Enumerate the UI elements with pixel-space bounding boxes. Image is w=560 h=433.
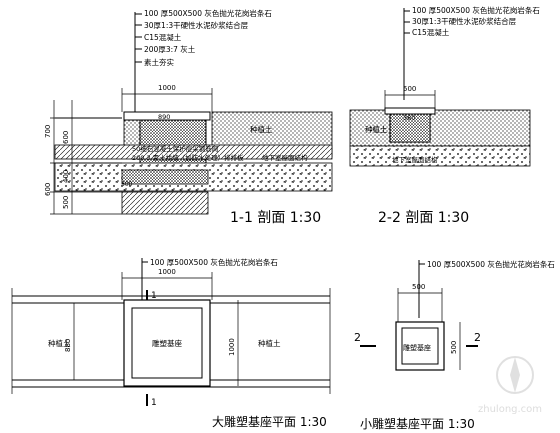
dim-inner: 890 <box>158 113 170 121</box>
plan-small-title: 小雕塑基座平面 1:30 <box>360 416 475 431</box>
underground-label-2: 地下室屋面结构 <box>392 155 438 164</box>
small-pedestal-inner <box>401 327 439 365</box>
layer-label-3: C15混凝土 <box>144 32 182 42</box>
watermark: zhulong.com <box>478 356 542 415</box>
planting-soil-area-2 <box>349 109 531 147</box>
watermark-text: zhulong.com <box>478 404 542 415</box>
layer-label-4: 200厚3:7 灰土 <box>144 44 196 54</box>
dim-left-1: 700 <box>44 125 52 138</box>
layer-label-1: 100 厚500X500 灰色抛光花岗岩条石 <box>144 8 272 18</box>
cut-mark-left: 2 <box>354 331 361 344</box>
cut-mark-right: 2 <box>474 331 481 344</box>
plan-small-dim-right: 500 <box>450 341 458 354</box>
note-line-2: 200 3 素土找坡（加防水处理）排排板 <box>132 153 244 162</box>
layer2-label-2: 30厚1:3干硬性水泥砂浆结合层 <box>412 16 517 26</box>
cut-mark-bottom: 1 <box>151 398 157 408</box>
dim-width: 1000 <box>158 84 176 92</box>
dim-left-5: 600 <box>44 183 52 196</box>
pedestal-inner <box>131 307 203 379</box>
planting-label: 种植土 <box>250 124 273 134</box>
plan-large-right: 种植土 <box>258 338 281 348</box>
plan-small-leader: 100 厚500X500 灰色抛光花岗岩条石 <box>427 259 555 269</box>
dim-width-2: 500 <box>403 85 416 93</box>
section-2-2-title: 2-2 剖面 1:30 <box>378 210 469 226</box>
plan-large-left: 种植土 <box>48 338 71 348</box>
plan-large-dim-right: 1000 <box>228 338 236 356</box>
plan-small-center: 雕塑基座 <box>403 343 431 352</box>
plan-large: 100 厚500X500 灰色抛光花岗岩条石 1000 1 1 雕塑基座 种植土… <box>11 257 331 429</box>
dim-left-4: 500 <box>62 196 70 209</box>
plan-large-dim-top: 1000 <box>158 268 176 276</box>
plan-large-title: 大雕塑基座平面 1:30 <box>212 414 327 429</box>
plan-small-dim-top: 500 <box>412 283 425 291</box>
plan-large-leader: 100 厚500X500 灰色抛光花岗岩条石 <box>150 257 278 267</box>
layer-label-5: 素土夯实 <box>144 57 174 67</box>
planting-label-2: 种植土 <box>365 124 388 134</box>
layer2-label-3: C15混凝土 <box>412 27 450 37</box>
pedestal-body-2 <box>389 113 431 143</box>
dim-left-3: 400 <box>62 170 70 183</box>
layer-label-2: 30厚1:3干硬性水泥砂浆结合层 <box>144 20 249 30</box>
dim-inner-2: 360 <box>403 114 415 122</box>
note-line-1: 50细石混凝土保护层采钢筋网 <box>132 144 218 153</box>
structure-slab-2 <box>349 145 531 167</box>
underground-label: 地下室屋面结构 <box>262 153 308 162</box>
plan-large-dim-left: 880 <box>64 339 72 352</box>
plan-large-center: 雕塑基座 <box>152 338 182 348</box>
section-1-1-title: 1-1 剖面 1:30 <box>230 210 321 226</box>
dim-small: 300 <box>121 181 133 188</box>
section-2-2: 100 厚500X500 灰色抛光花岗岩条石 30厚1:3干硬性水泥砂浆结合层 … <box>349 5 540 226</box>
roof-protection-layer <box>54 144 333 160</box>
lime-soil-layer <box>121 191 209 215</box>
section-1-1: 100 厚500X500 灰色抛光花岗岩条石 30厚1:3干硬性水泥砂浆结合层 … <box>44 8 333 226</box>
plan-small: 100 厚500X500 灰色抛光花岗岩条石 500 雕塑基座 500 2 2 … <box>354 259 555 431</box>
dim-left-2: 600 <box>62 131 70 144</box>
layer2-label-1: 100 厚500X500 灰色抛光花岗岩条石 <box>412 5 540 15</box>
layer-leader-ticks <box>135 13 142 63</box>
